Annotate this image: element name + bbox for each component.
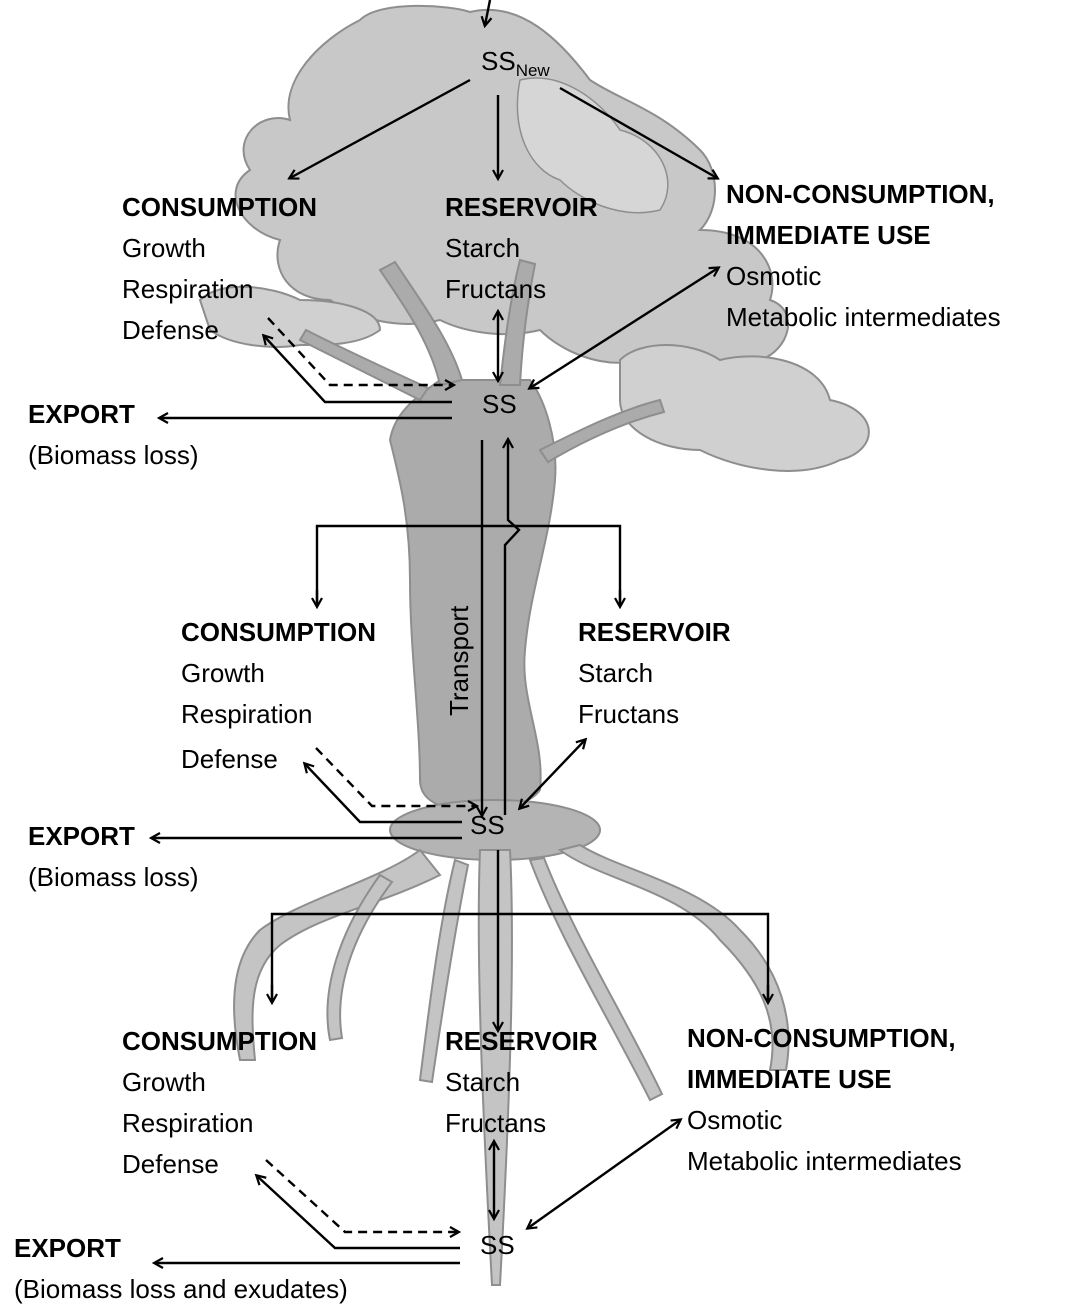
mid-consumption-block: CONSUMPTION Growth Respiration Defense: [181, 612, 376, 780]
top-consumption-block: CONSUMPTION Growth Respiration Defense: [122, 187, 317, 351]
root-reservoir-item: Starch: [445, 1062, 598, 1103]
top-nonconsumption-item: Osmotic: [726, 256, 1001, 297]
root-consumption-item: Respiration: [122, 1103, 317, 1144]
mid-reservoir-item: Fructans: [578, 694, 731, 735]
top-reservoir-item: Starch: [445, 228, 598, 269]
top-consumption-item: Growth: [122, 228, 317, 269]
root-export-block: EXPORT (Biomass loss and exudates): [14, 1228, 348, 1304]
root-export-title: EXPORT: [14, 1228, 348, 1269]
top-nonconsumption-block: NON-CONSUMPTION, IMMEDIATE USE Osmotic M…: [726, 174, 1001, 338]
top-nonconsumption-item: Metabolic intermediates: [726, 297, 1001, 338]
mid-export-block: EXPORT (Biomass loss): [28, 816, 198, 898]
top-consumption-item: Respiration: [122, 269, 317, 310]
root-reservoir-title: RESERVOIR: [445, 1021, 598, 1062]
top-nonconsumption-title: IMMEDIATE USE: [726, 215, 1001, 256]
top-export-block: EXPORT (Biomass loss): [28, 394, 198, 476]
top-consumption-title: CONSUMPTION: [122, 187, 317, 228]
root-nonconsumption-item: Osmotic: [687, 1100, 962, 1141]
top-consumption-item: Defense: [122, 310, 317, 351]
root-reservoir-item: Fructans: [445, 1103, 598, 1144]
root-consumption-block: CONSUMPTION Growth Respiration Defense: [122, 1021, 317, 1185]
top-reservoir-block: RESERVOIR Starch Fructans: [445, 187, 598, 310]
top-reservoir-title: RESERVOIR: [445, 187, 598, 228]
root-consumption-title: CONSUMPTION: [122, 1021, 317, 1062]
transport-label: Transport: [443, 606, 475, 716]
root-nonconsumption-item: Metabolic intermediates: [687, 1141, 962, 1182]
root-export-note: (Biomass loss and exudates): [14, 1269, 348, 1304]
root-nonconsumption-title: IMMEDIATE USE: [687, 1059, 962, 1100]
ss-root-label: SS: [480, 1230, 515, 1261]
top-export-title: EXPORT: [28, 394, 198, 435]
mid-reservoir-title: RESERVOIR: [578, 612, 731, 653]
root-consumption-item: Defense: [122, 1144, 317, 1185]
ss-top-label: SS: [482, 389, 517, 420]
top-export-note: (Biomass loss): [28, 435, 198, 476]
mid-export-note: (Biomass loss): [28, 857, 198, 898]
mid-consumption-title: CONSUMPTION: [181, 612, 376, 653]
root-nonconsumption-title: NON-CONSUMPTION,: [687, 1018, 962, 1059]
top-reservoir-item: Fructans: [445, 269, 598, 310]
mid-reservoir-item: Starch: [578, 653, 731, 694]
root-consumption-item: Growth: [122, 1062, 317, 1103]
mid-consumption-item: Growth: [181, 653, 376, 694]
ss-mid-label: SS: [470, 810, 505, 841]
mid-consumption-item: Defense: [181, 739, 376, 780]
ss-new-label: SSNew: [481, 46, 550, 81]
top-nonconsumption-title: NON-CONSUMPTION,: [726, 174, 1001, 215]
root-nonconsumption-block: NON-CONSUMPTION, IMMEDIATE USE Osmotic M…: [687, 1018, 962, 1182]
mid-reservoir-block: RESERVOIR Starch Fructans: [578, 612, 731, 735]
mid-consumption-item: Respiration: [181, 694, 376, 735]
mid-export-title: EXPORT: [28, 816, 198, 857]
root-reservoir-block: RESERVOIR Starch Fructans: [445, 1021, 598, 1144]
